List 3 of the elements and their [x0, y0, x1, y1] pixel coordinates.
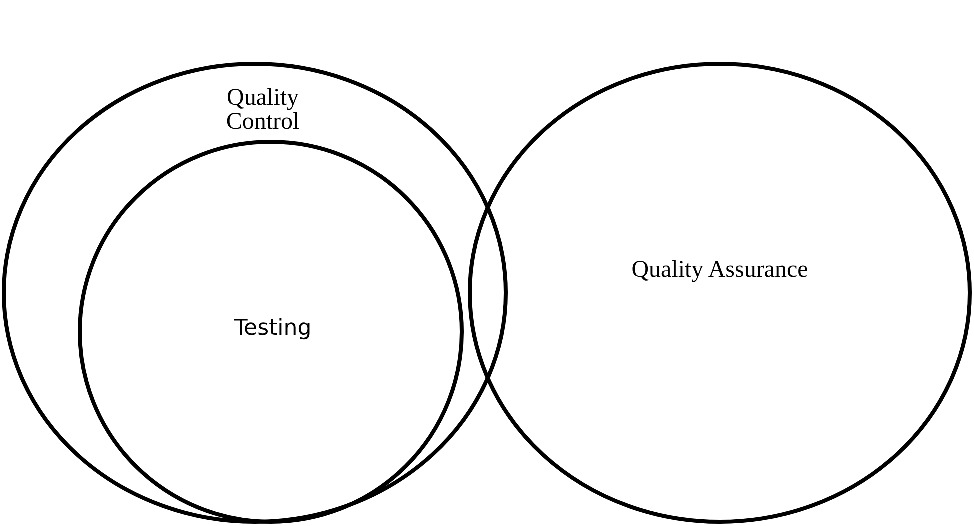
- circle-label: Quality Control: [225, 86, 301, 134]
- circle-label: Quality Assurance: [630, 258, 810, 282]
- circle-label: Testing: [233, 318, 313, 340]
